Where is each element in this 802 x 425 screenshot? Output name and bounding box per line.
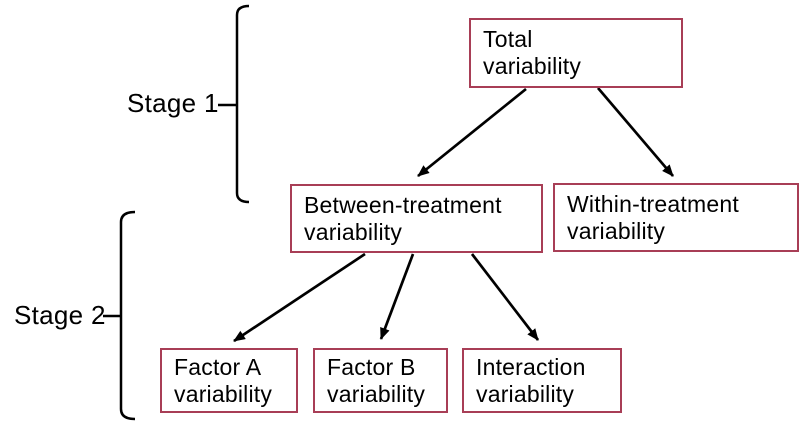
stage-2-brace bbox=[119, 210, 136, 421]
arrow-between-to-interaction bbox=[470, 253, 540, 341]
arrow-between-to-factor-a bbox=[233, 252, 366, 343]
node-within-treatment-variability-label: Within-treatment variability bbox=[567, 190, 739, 244]
node-factor-a-variability: Factor A variability bbox=[160, 348, 298, 413]
stage-1-brace bbox=[235, 4, 250, 204]
arrow-total-to-within bbox=[596, 87, 675, 177]
node-total-variability: Total variability bbox=[469, 18, 683, 88]
arrow-total-to-between bbox=[417, 87, 527, 178]
node-interaction-variability-label: Interaction variability bbox=[476, 353, 586, 407]
node-factor-a-variability-label: Factor A variability bbox=[174, 353, 273, 407]
arrow-between-to-factor-b bbox=[379, 253, 415, 340]
stage-1-label: Stage 1 bbox=[127, 88, 219, 118]
node-factor-b-variability: Factor B variability bbox=[313, 348, 448, 413]
stage-2-label: Stage 2 bbox=[14, 300, 106, 330]
node-within-treatment-variability: Within-treatment variability bbox=[553, 183, 799, 252]
node-factor-b-variability-label: Factor B variability bbox=[327, 353, 426, 407]
node-total-variability-label: Total variability bbox=[483, 26, 582, 79]
node-between-treatment-variability: Between-treatment variability bbox=[290, 184, 543, 253]
node-interaction-variability: Interaction variability bbox=[462, 348, 622, 413]
node-between-treatment-variability-label: Between-treatment variability bbox=[304, 191, 502, 245]
